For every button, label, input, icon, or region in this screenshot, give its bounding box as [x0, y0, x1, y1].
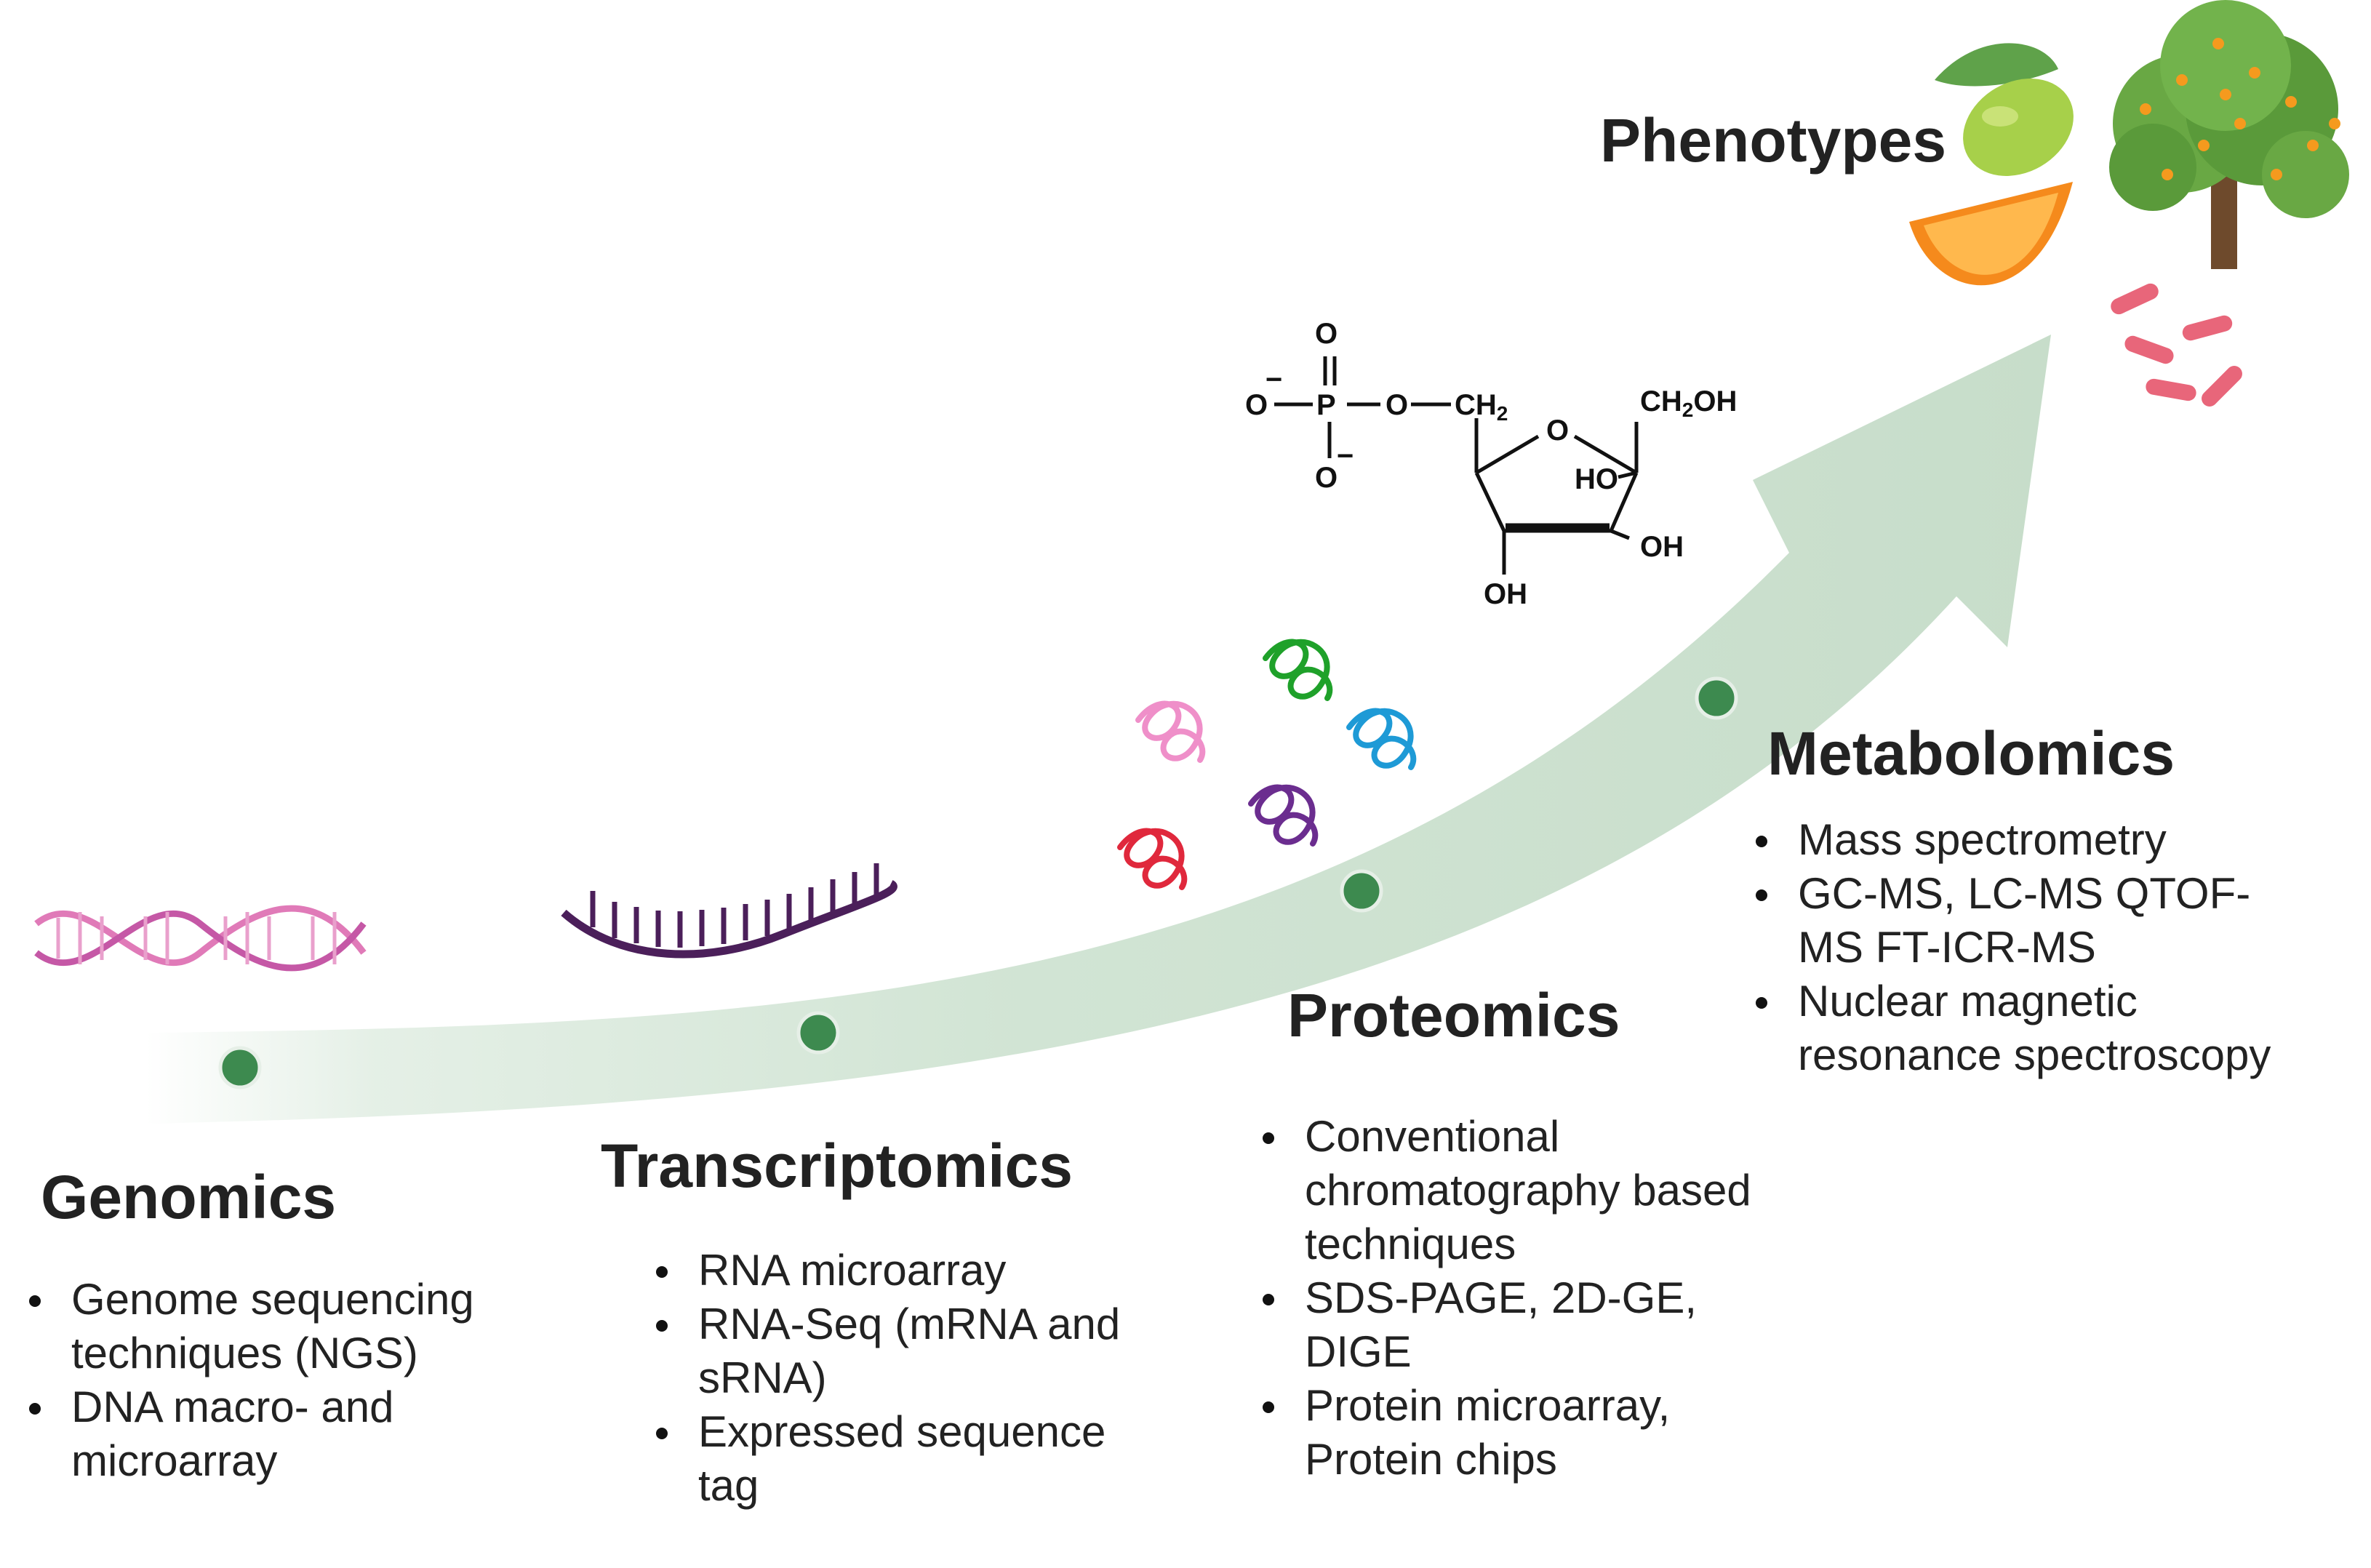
stage-title-proteomics: Proteomics: [1287, 981, 1620, 1049]
molecule-structure: O O − P O CH2 O − O CH2OH HO OH OH: [1245, 318, 1737, 610]
mol-minus-left: −: [1266, 364, 1282, 396]
mol-p: P: [1316, 389, 1336, 421]
stage-list-genomics: Genome sequencing techniques (NGS) DNA m…: [19, 1273, 522, 1488]
mol-minus-bottom: −: [1337, 440, 1354, 472]
mol-o-ring: O: [1546, 415, 1569, 447]
stage-dot-metabolomics: [1695, 676, 1738, 720]
stage-item: DNA macro- and microarray: [29, 1380, 522, 1488]
stage-title-genomics: Genomics: [41, 1163, 337, 1231]
stage-item: SDS-PAGE, 2D-GE, DIGE: [1263, 1271, 1756, 1379]
bacteria-icon: [2111, 283, 2242, 407]
mol-ho: HO: [1575, 463, 1618, 495]
mol-oh-right: OH: [1640, 531, 1684, 563]
stage-item: Expressed sequence tag: [656, 1405, 1135, 1513]
stage-list-proteomics: Conventional chromatography based techni…: [1252, 1110, 1756, 1487]
stage-item: RNA-Seq (mRNA and sRNA): [656, 1297, 1135, 1405]
stage-item: Mass spectrometry: [1756, 813, 2307, 867]
rna-strand-icon: [561, 863, 897, 959]
mol-ch2: CH2: [1455, 389, 1508, 425]
progress-arrow: [145, 335, 2051, 1124]
orange-slice-icon: [1909, 182, 2073, 286]
stage-item: RNA microarray: [656, 1244, 1135, 1297]
stage-item: GC-MS, LC-MS QTOF-MS FT-ICR-MS: [1756, 867, 2307, 975]
stage-dot-genomics: [218, 1046, 262, 1089]
stage-dot-proteomics: [1340, 869, 1383, 913]
stage-item: Nuclear magnetic resonance spectroscopy: [1756, 975, 2307, 1082]
mol-ch2oh: CH2OH: [1640, 385, 1737, 421]
stage-item: Conventional chromatography based techni…: [1263, 1110, 1756, 1271]
stage-title-transcriptomics: Transcriptomics: [601, 1132, 1073, 1200]
mol-oh-bottom: OH: [1484, 578, 1527, 610]
dna-helix-icon: [34, 905, 367, 972]
phenotypes-title: Phenotypes: [1600, 106, 1947, 175]
stage-list-transcriptomics: RNA microarray RNA-Seq (mRNA and sRNA) E…: [646, 1244, 1135, 1513]
stage-item: Genome sequencing techniques (NGS): [29, 1273, 522, 1380]
mol-o-bridge: O: [1386, 389, 1408, 421]
stage-dots: [218, 676, 1738, 1089]
protein-icon: [1117, 639, 1417, 890]
stage-item: Protein microarray, Protein chips: [1263, 1379, 1756, 1487]
mol-o-bottom: O: [1315, 462, 1338, 494]
mol-o-left: O: [1245, 389, 1268, 421]
stage-dot-transcriptomics: [796, 1011, 840, 1055]
stage-list-metabolomics: Mass spectrometry GC-MS, LC-MS QTOF-MS F…: [1746, 813, 2307, 1082]
mol-o-top: O: [1315, 318, 1338, 350]
orange-tree-icon: [2109, 0, 2349, 269]
stage-title-metabolomics: Metabolomics: [1767, 719, 2175, 788]
lime-icon: [1935, 43, 2074, 176]
